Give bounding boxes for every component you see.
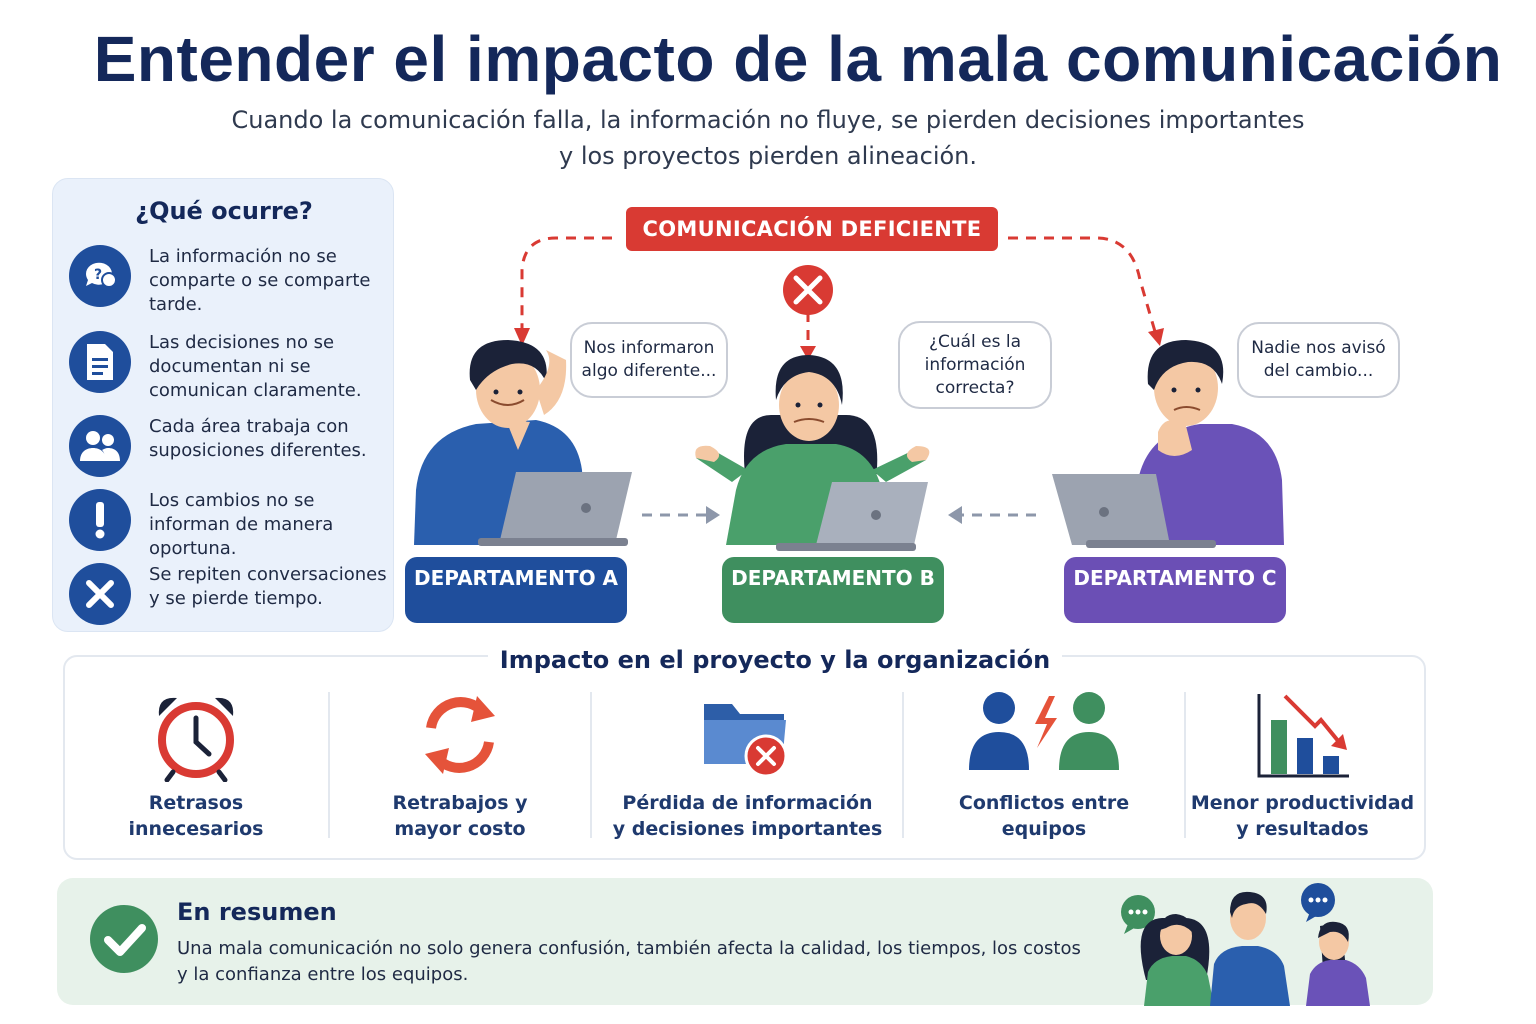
issue-text: Cada área trabaja con suposiciones difer… [149,416,367,461]
impact-label-line1: Retrabajos y [392,792,528,814]
divider [902,692,904,838]
flow-arrows [520,236,1158,348]
divider [328,692,330,838]
impact-label: Conflictos entre equipos [915,790,1173,842]
department-a-label: DEPARTAMENTO A [405,557,627,623]
impact-title: Impacto en el proyecto y la organización [487,646,1063,674]
summary-line-1: Una mala comunicación no solo genera con… [177,938,1081,959]
impact-label-line2: y resultados [1236,818,1369,840]
question-chat-icon: ? [69,245,131,307]
folder-x-icon [703,704,787,778]
divider [1184,692,1186,838]
what-happens-title: ¿Qué ocurre? [135,197,313,225]
laptop-b [776,482,928,551]
issue-text: La información no se comparte o se compa… [149,246,371,315]
speech-bubble-a-text: Nos informaron algo diferente... [581,338,717,381]
impact-label-line1: Conflictos entre [958,792,1130,814]
poor-communication-banner: COMUNICACIÓN DEFICIENTE [626,207,998,251]
impact-item: Pérdida de información y decisiones impo… [605,690,890,850]
impact-label: Retrabajos y mayor costo [340,790,580,842]
document-icon [69,331,131,393]
speech-bubble-c: Nadie nos avisó del cambio... [1237,322,1400,398]
impact-item: Retrasos innecesarios [76,690,316,850]
what-happens-panel: ¿Qué ocurre? ? La información no se comp… [52,178,394,632]
x-icon [69,563,131,625]
laptop-a [478,472,632,546]
impact-label-line2: equipos [1001,818,1087,840]
department-c-label: DEPARTAMENTO C [1064,557,1286,623]
impact-title-row: Impacto en el proyecto y la organización [0,646,1536,674]
subtitle-line-1: Cuando la comunicación falla, la informa… [231,106,1305,134]
impact-item: Retrabajos y mayor costo [340,690,580,850]
impact-label: Menor productividad y resultados [1190,790,1415,842]
alarm-clock-icon [158,697,234,782]
subtitle-line-2: y los proyectos pierden alineación. [558,142,978,170]
summary-line-2: y la confianza entre los equipos. [177,964,469,985]
issue-text: Se repiten conversaciones y se pierde ti… [149,564,387,609]
chart-down-icon [1257,694,1349,778]
divider [590,692,592,838]
department-b-label: DEPARTAMENTO B [722,557,944,623]
impact-label-line2: innecesarios [128,818,264,840]
chat-bubble-icon [1301,883,1335,922]
svg-text:?: ? [94,267,102,283]
page-title: Entender el impacto de la mala comunicac… [93,23,1503,95]
laptop-c [1052,474,1216,548]
speech-bubble-b-text: ¿Cuál es la información correcta? [924,331,1026,398]
chat-bubble-icon [1121,895,1155,934]
impact-label-line2: y decisiones importantes [612,818,883,840]
speech-bubble-b: ¿Cuál es la información correcta? [898,321,1052,409]
speech-bubble-c-text: Nadie nos avisó del cambio... [1251,338,1386,381]
conflict-icon [969,692,1119,770]
impact-item: Conflictos entre equipos [915,690,1173,850]
impact-label-line2: mayor costo [394,818,526,840]
departments-scene [414,236,1284,551]
exclamation-icon [69,489,131,551]
impact-label: Pérdida de información y decisiones impo… [605,790,890,842]
impact-label: Retrasos innecesarios [76,790,316,842]
impact-label-line1: Menor productividad [1190,792,1415,814]
speech-bubble-a: Nos informaron algo diferente... [570,322,728,398]
summary-title: En resumen [177,898,337,926]
impact-label-line1: Pérdida de información [622,792,873,814]
impact-item: Menor productividad y resultados [1190,690,1415,850]
people-icon [69,415,131,477]
person-c-illustration [1136,340,1284,545]
refresh-icon [425,696,495,774]
impact-label-line1: Retrasos [148,792,244,814]
team-people-illustration [1121,883,1370,1006]
summary-text: Una mala comunicación no solo genera con… [177,936,1097,988]
issue-text: Los cambios no se informan de manera opo… [149,490,334,559]
check-circle-icon [90,905,158,973]
issue-text: Las decisiones no se documentan ni se co… [149,332,362,401]
error-x-icon [783,265,833,315]
